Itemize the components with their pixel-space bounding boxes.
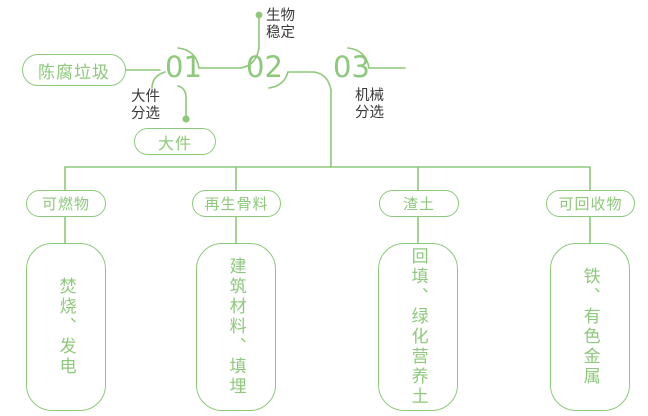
output-box-1-text: 焚烧、发电 (56, 277, 76, 377)
wire-03-arc-top (347, 47, 370, 69)
output-box-3[interactable]: 回填、绿化营养土 (378, 243, 458, 411)
output-category-3-label: 渣土 (402, 196, 435, 213)
stage-caption-02: 生物 稳定 (266, 8, 295, 42)
wire-01-arc-bottom (151, 71, 166, 89)
node-root[interactable]: 陈腐垃圾 (22, 54, 126, 86)
wire-03-arc-left (313, 71, 332, 91)
wire-bulky-dot (182, 115, 190, 123)
output-category-4-label: 可回收物 (558, 196, 623, 213)
output-box-1[interactable]: 焚烧、发电 (26, 243, 106, 411)
stage-caption-01: 大件 分选 (131, 89, 160, 123)
wire-01-to-bulky (177, 85, 187, 119)
output-box-2[interactable]: 建筑材料、填埋 (196, 243, 276, 411)
node-bulky-label: 大件 (157, 135, 192, 153)
node-root-label: 陈腐垃圾 (38, 62, 110, 82)
output-category-1-label: 可燃物 (41, 196, 90, 213)
node-bulky-output[interactable]: 大件 (134, 128, 216, 155)
output-category-1[interactable]: 可燃物 (26, 190, 106, 217)
output-box-4[interactable]: 铁、有色金属 (550, 243, 630, 411)
wire-02-arc-bottom (268, 71, 289, 89)
stage-number-02[interactable]: 02 (246, 50, 283, 84)
output-box-3-text: 回填、绿化营养土 (408, 247, 428, 407)
output-category-3[interactable]: 渣土 (379, 190, 459, 217)
stage-number-01[interactable]: 01 (165, 50, 202, 84)
stage-caption-03: 机械 分选 (355, 88, 384, 122)
output-box-2-text: 建筑材料、填埋 (226, 257, 246, 397)
output-category-2-label: 再生骨料 (204, 196, 269, 213)
output-box-4-text: 铁、有色金属 (580, 267, 600, 387)
wire-02-arc-left (239, 47, 260, 69)
stage-number-03[interactable]: 03 (333, 50, 370, 84)
wire-01-arc-top (177, 47, 200, 69)
output-category-4[interactable]: 可回收物 (546, 190, 635, 217)
output-category-2[interactable]: 再生骨料 (192, 190, 281, 217)
wire-02-dot (255, 11, 263, 19)
